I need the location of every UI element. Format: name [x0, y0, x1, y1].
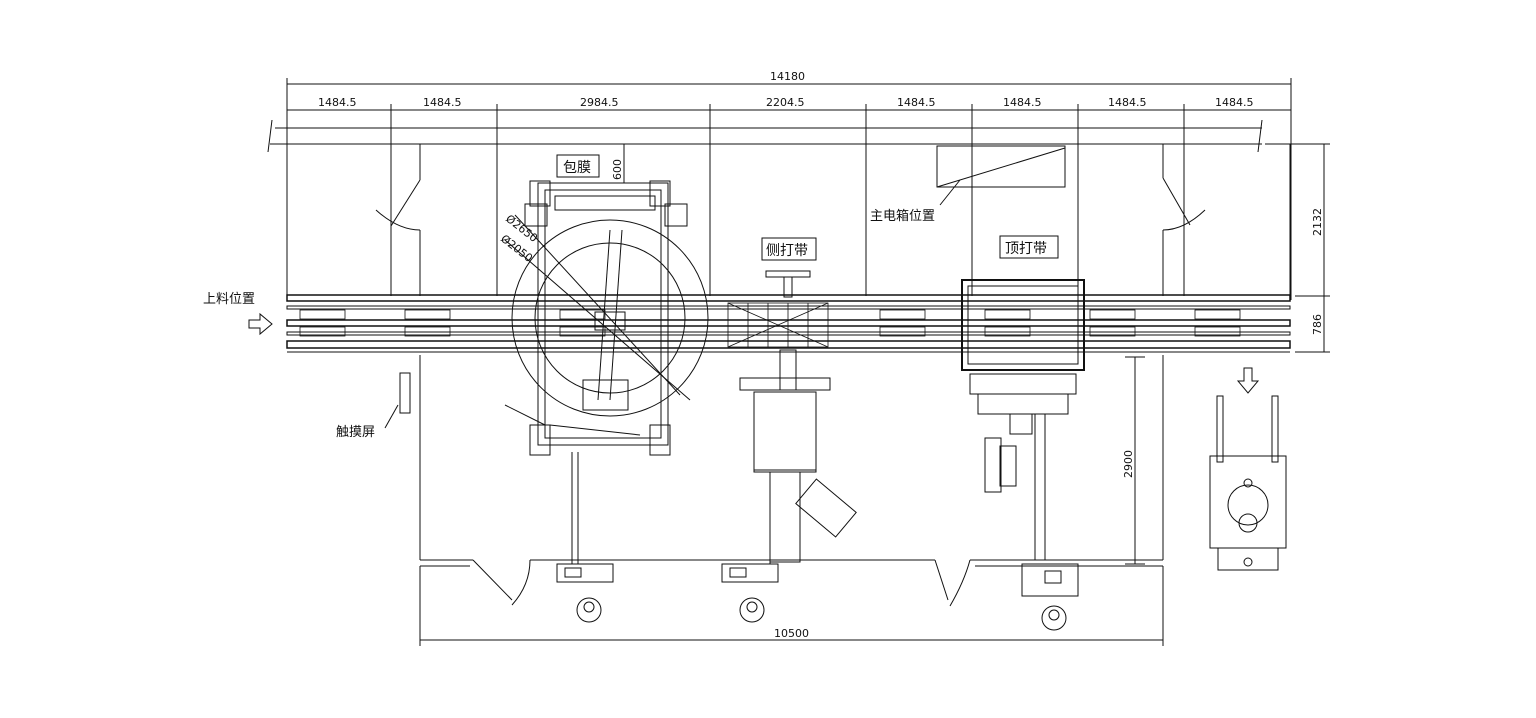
loading-arrow-icon: [248, 312, 273, 336]
segment-label-2: 1484.5: [423, 96, 462, 109]
segment-label-4: 2204.5: [766, 96, 805, 109]
mid-vertical-label: 2900: [1122, 450, 1135, 478]
wall-lines: [267, 119, 1291, 607]
segment-label-1: 1484.5: [318, 96, 357, 109]
right-dim-lower: 786: [1311, 314, 1324, 335]
segment-label-6: 1484.5: [1003, 96, 1042, 109]
bottom-total-label: 10500: [774, 627, 809, 640]
main-cabinet-label: 主电箱位置: [870, 208, 935, 224]
loading-position-label: 上料位置: [203, 292, 255, 307]
bottom-dimension: [419, 566, 1164, 646]
touch-screen-panel: [399, 372, 411, 414]
segment-label-7: 1484.5: [1108, 96, 1147, 109]
segment-label-8: 1484.5: [1215, 96, 1254, 109]
operators: [576, 597, 1067, 631]
mid-vertical-dimension: [1125, 356, 1145, 565]
conveyor-rollers: [299, 302, 1241, 348]
side-strap-label: 侧打带: [766, 242, 808, 259]
segment-label-3: 2984.5: [580, 96, 619, 109]
touch-screen-leader: [384, 404, 399, 429]
down-arrow-icon: [1236, 367, 1260, 394]
touch-screen-label: 触摸屏: [336, 425, 375, 440]
right-dim-upper: 2132: [1311, 208, 1324, 236]
side-strapping-machine: [739, 270, 857, 563]
total-length-label: 14180: [770, 70, 805, 83]
top-strapping-machine: [961, 279, 1085, 561]
control-panels: [556, 452, 1079, 597]
side-strap-label-box: 侧打带: [761, 237, 817, 261]
right-dimensions: [1265, 143, 1330, 353]
wrap-station-label: 包膜: [563, 160, 591, 176]
forklift: [1209, 395, 1287, 571]
top-offset-label: 600: [611, 159, 624, 180]
top-strap-label-box: 顶打带: [999, 235, 1059, 259]
top-strap-label: 顶打带: [1005, 240, 1047, 257]
wrapping-machine: [504, 180, 709, 456]
main-electrical-cabinet: [936, 145, 1066, 206]
segment-label-5: 1484.5: [897, 96, 936, 109]
conveyor-line: [286, 294, 1291, 353]
top-dimension-chain: [286, 78, 1292, 300]
wrap-label-box: 包膜: [556, 154, 600, 178]
